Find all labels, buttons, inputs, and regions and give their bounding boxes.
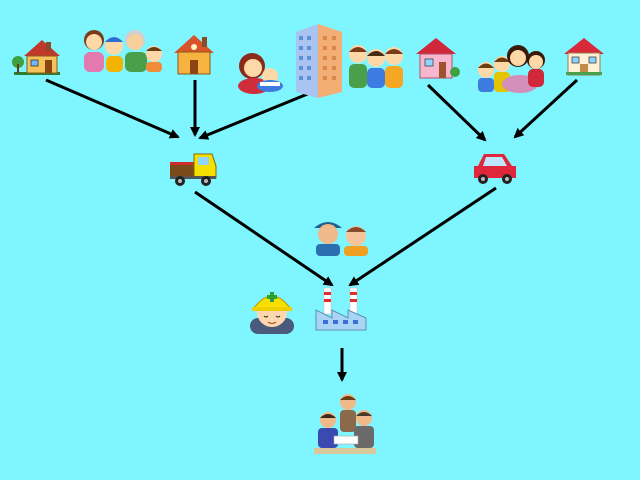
truck-icon [168, 148, 218, 188]
factory-icon [314, 286, 368, 332]
house-icon [172, 33, 216, 75]
people-meeting-icon [312, 392, 378, 456]
arrow-mother-child-to-truck [198, 91, 311, 140]
car-icon [472, 150, 518, 186]
arrow-house-3-to-car [426, 83, 487, 142]
family-group-icon [80, 26, 166, 74]
arrow-truck-to-factory [194, 190, 334, 287]
house-icon [412, 36, 460, 80]
family-group-icon [474, 44, 548, 94]
apartment-building-icon [292, 22, 344, 100]
arrow-house-1-to-truck [45, 78, 180, 139]
family-group-icon [344, 40, 408, 90]
arrow-house-4-to-car [513, 78, 579, 139]
mother-child-icon [232, 50, 286, 94]
arrow-car-to-factory [348, 186, 497, 287]
house-icon [562, 36, 606, 76]
workers-icon [310, 214, 376, 256]
helmet-worker-icon [246, 284, 298, 334]
house-icon [12, 36, 62, 76]
